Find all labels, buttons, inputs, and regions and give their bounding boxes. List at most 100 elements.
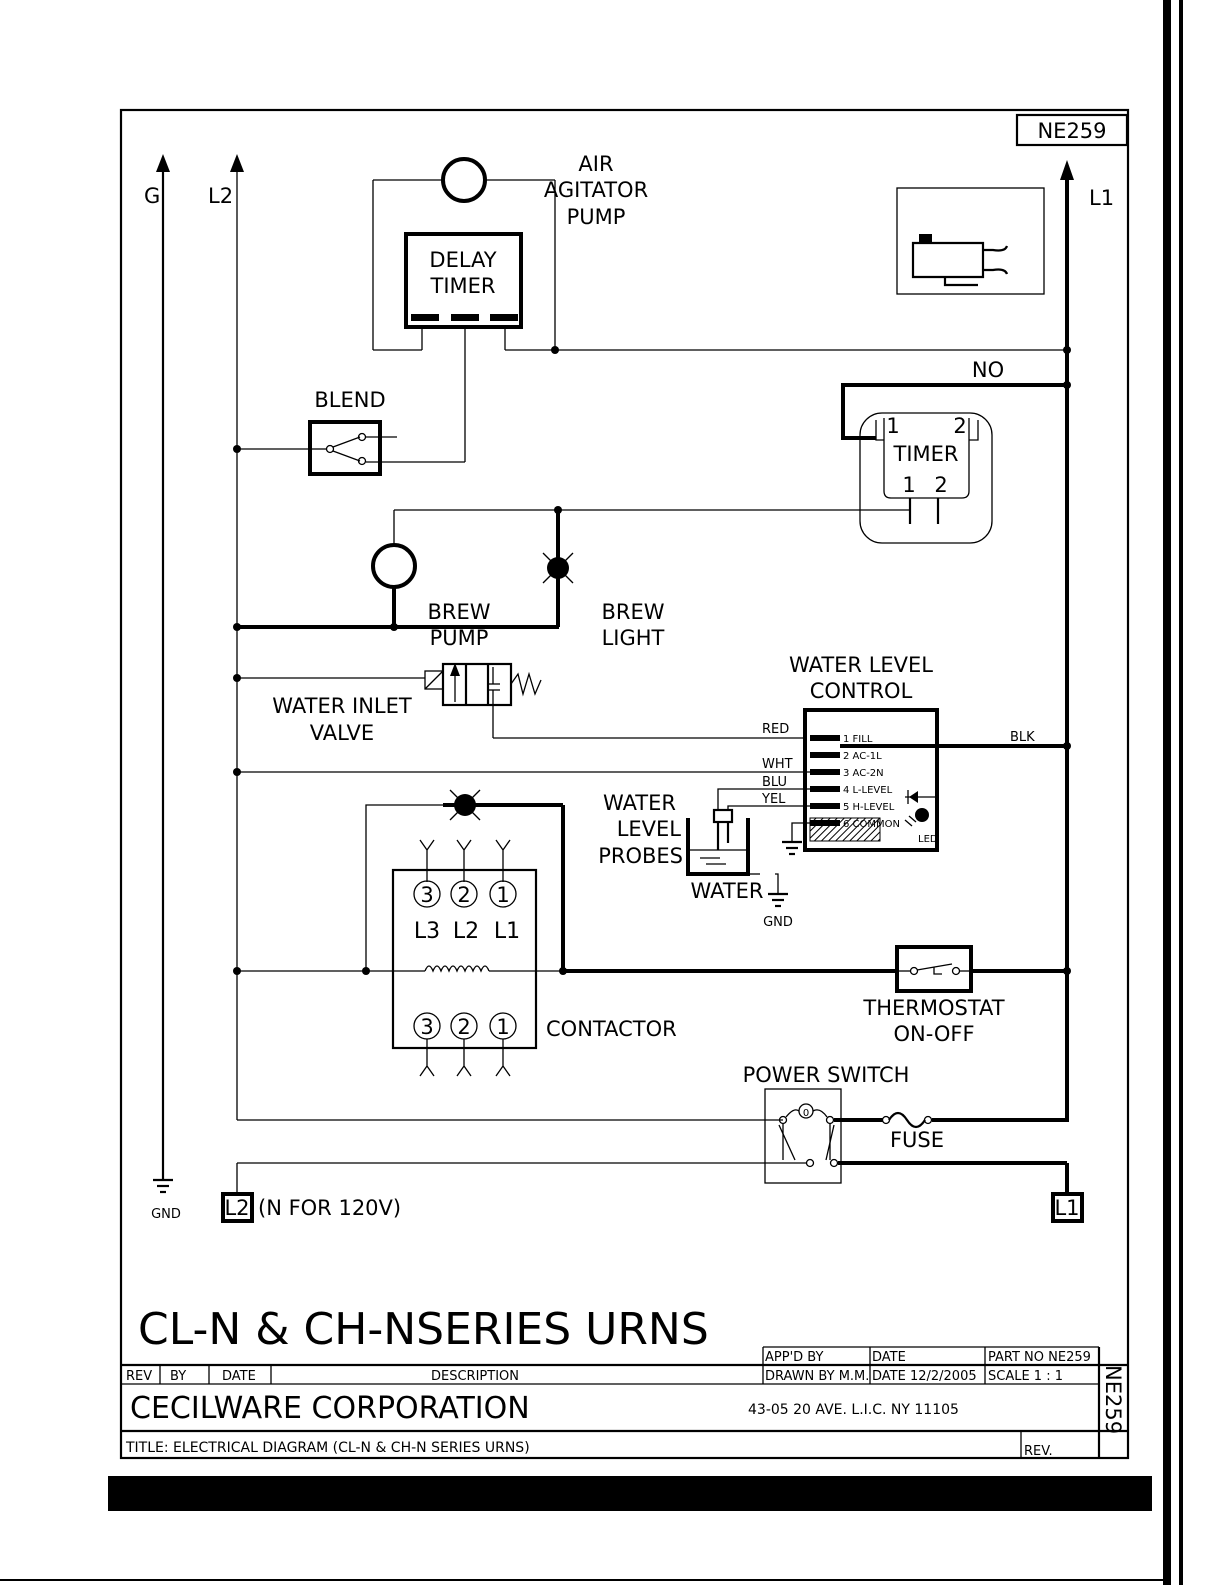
timer-pin-top-right: 2 (953, 414, 966, 438)
delay-timer-label-2: TIMER (430, 274, 496, 298)
rev-column: REV (126, 1369, 152, 1384)
by-column: BY (170, 1369, 186, 1384)
air-agitator-pump-label-3: PUMP (567, 205, 626, 229)
wlc-terminal-6: 6 COMMON (843, 819, 900, 830)
company-address: 43-05 20 AVE. L.I.C. NY 11105 (748, 1402, 959, 1418)
brew-light-label-2: LIGHT (602, 626, 665, 650)
water-level-control-title-2: CONTROL (810, 679, 913, 703)
brew-pump-label-2: PUMP (430, 626, 489, 650)
water-inlet-valve-label-1: WATER INLET (272, 694, 412, 718)
terminal-l1-label: L1 (1054, 1196, 1079, 1220)
air-agitator-pump (372, 157, 556, 351)
probes-label-2: LEVEL (617, 817, 682, 841)
timer (555, 383, 1067, 544)
brew-light (542, 506, 574, 627)
side-drawing-number: NE259 (1101, 1365, 1125, 1434)
timer-pin-top-left: 1 (886, 414, 899, 438)
timer-no-label: NO (972, 358, 1004, 382)
company-name: CECILWARE CORPORATION (130, 1391, 530, 1426)
fuse (834, 1111, 1067, 1129)
contactor-bottom-number-3: 3 (420, 1015, 433, 1039)
delay-timer (404, 232, 1067, 462)
drawing-number-box (1015, 113, 1129, 147)
wlc-terminal-5: 5 H-LEVEL (843, 802, 895, 813)
blend-switch (237, 420, 465, 476)
wire-blu-label: BLU (762, 775, 787, 790)
component-inset-picture (896, 187, 1045, 295)
contactor-phase-l3: L3 (414, 919, 440, 944)
date-value: DATE 12/2/2005 (872, 1369, 977, 1384)
thermostat-label-1: THERMOSTAT (862, 996, 1004, 1020)
fuse-label: FUSE (890, 1128, 944, 1152)
date-label: DATE (872, 1350, 906, 1365)
l2-rail-label: L2 (208, 184, 233, 208)
power-switch-label: POWER SWITCH (743, 1063, 910, 1087)
wlc-common-ground (782, 822, 810, 856)
wire-yel (727, 805, 810, 810)
terminal-l2-note: (N FOR 120V) (258, 1196, 401, 1220)
wlc-terminal-2: 2 AC-1L (843, 751, 882, 762)
contactor-top-number-1: 1 (496, 883, 509, 907)
g-rail (153, 154, 173, 1194)
wire-wht-label: WHT (762, 757, 793, 772)
power-switch (236, 1088, 1069, 1194)
page-edge-bar-inner (1163, 0, 1171, 1585)
terminal-l2-box (221, 1192, 254, 1223)
terminal-l1-box (1051, 1192, 1084, 1223)
contactor-top-number-2: 2 (457, 883, 470, 907)
timer-pin-bottom-right: 2 (934, 473, 947, 497)
contactor-indicator-light (365, 789, 565, 971)
timer-pin-bottom-left: 1 (902, 473, 915, 497)
brew-pump (237, 509, 559, 631)
description-column: DESCRIPTION (431, 1369, 519, 1384)
contactor-bottom-number-2: 2 (457, 1015, 470, 1039)
water-inlet-valve (237, 662, 807, 739)
timer-label: TIMER (893, 442, 959, 466)
terminal-l2-label: L2 (224, 1196, 249, 1220)
scale: SCALE 1 : 1 (988, 1369, 1063, 1384)
brew-light-label-1: BREW (601, 600, 664, 624)
power-switch-mark: 0 (803, 1108, 809, 1119)
g-rail-label: G (144, 184, 160, 208)
drawing-number: NE259 (1037, 119, 1106, 143)
water-level-probes (686, 808, 788, 908)
probes-label-1: WATER (603, 791, 676, 815)
thermostat-label-2: ON-OFF (893, 1022, 974, 1046)
g-gnd-label: GND (151, 1207, 181, 1222)
bottom-black-band (108, 1476, 1152, 1511)
water-label: WATER (690, 879, 763, 903)
wire-blu (717, 788, 810, 810)
contactor (237, 839, 567, 1077)
thermostat (563, 945, 1067, 993)
rev-short: REV. (1024, 1444, 1053, 1459)
water-level-control-title-1: WATER LEVEL (789, 653, 933, 677)
l1-rail-label: L1 (1089, 186, 1114, 210)
title-block (121, 1346, 1128, 1458)
contactor-bottom-number-1: 1 (496, 1015, 509, 1039)
l2-rail (230, 154, 244, 1120)
drawing-frame (119, 108, 1130, 1460)
air-agitator-pump-label-1: AIR (578, 152, 613, 176)
wlc-terminal-4: 4 L-LEVEL (843, 785, 893, 796)
wlc-terminal-1: 1 FILL (843, 734, 873, 745)
contactor-top-number-3: 3 (420, 883, 433, 907)
water-gnd-label: GND (763, 915, 793, 930)
l1-rail (1060, 160, 1074, 1122)
wire-yel-label: YEL (761, 792, 786, 807)
delay-timer-label-1: DELAY (429, 248, 496, 272)
blend-label: BLEND (314, 388, 385, 412)
wire-blk-label: BLK (1010, 730, 1035, 745)
contactor-phase-l2: L2 (453, 919, 479, 944)
brew-pump-label-1: BREW (427, 600, 490, 624)
wlc-led-label: LED (918, 834, 938, 845)
water-level-control (803, 708, 939, 852)
wire-red-label: RED (762, 722, 789, 737)
probes-label-3: PROBES (598, 844, 683, 868)
big-title: CL-N & CH-NSERIES URNS (138, 1304, 709, 1355)
air-agitator-pump-label-2: AGITATOR (544, 178, 648, 202)
contactor-phase-l1: L1 (494, 919, 520, 944)
drawn-by: DRAWN BY M.M. (765, 1369, 869, 1384)
appd-by-label: APP'D BY (765, 1350, 823, 1365)
title-line: TITLE: ELECTRICAL DIAGRAM (CL-N & CH-N S… (125, 1440, 530, 1456)
